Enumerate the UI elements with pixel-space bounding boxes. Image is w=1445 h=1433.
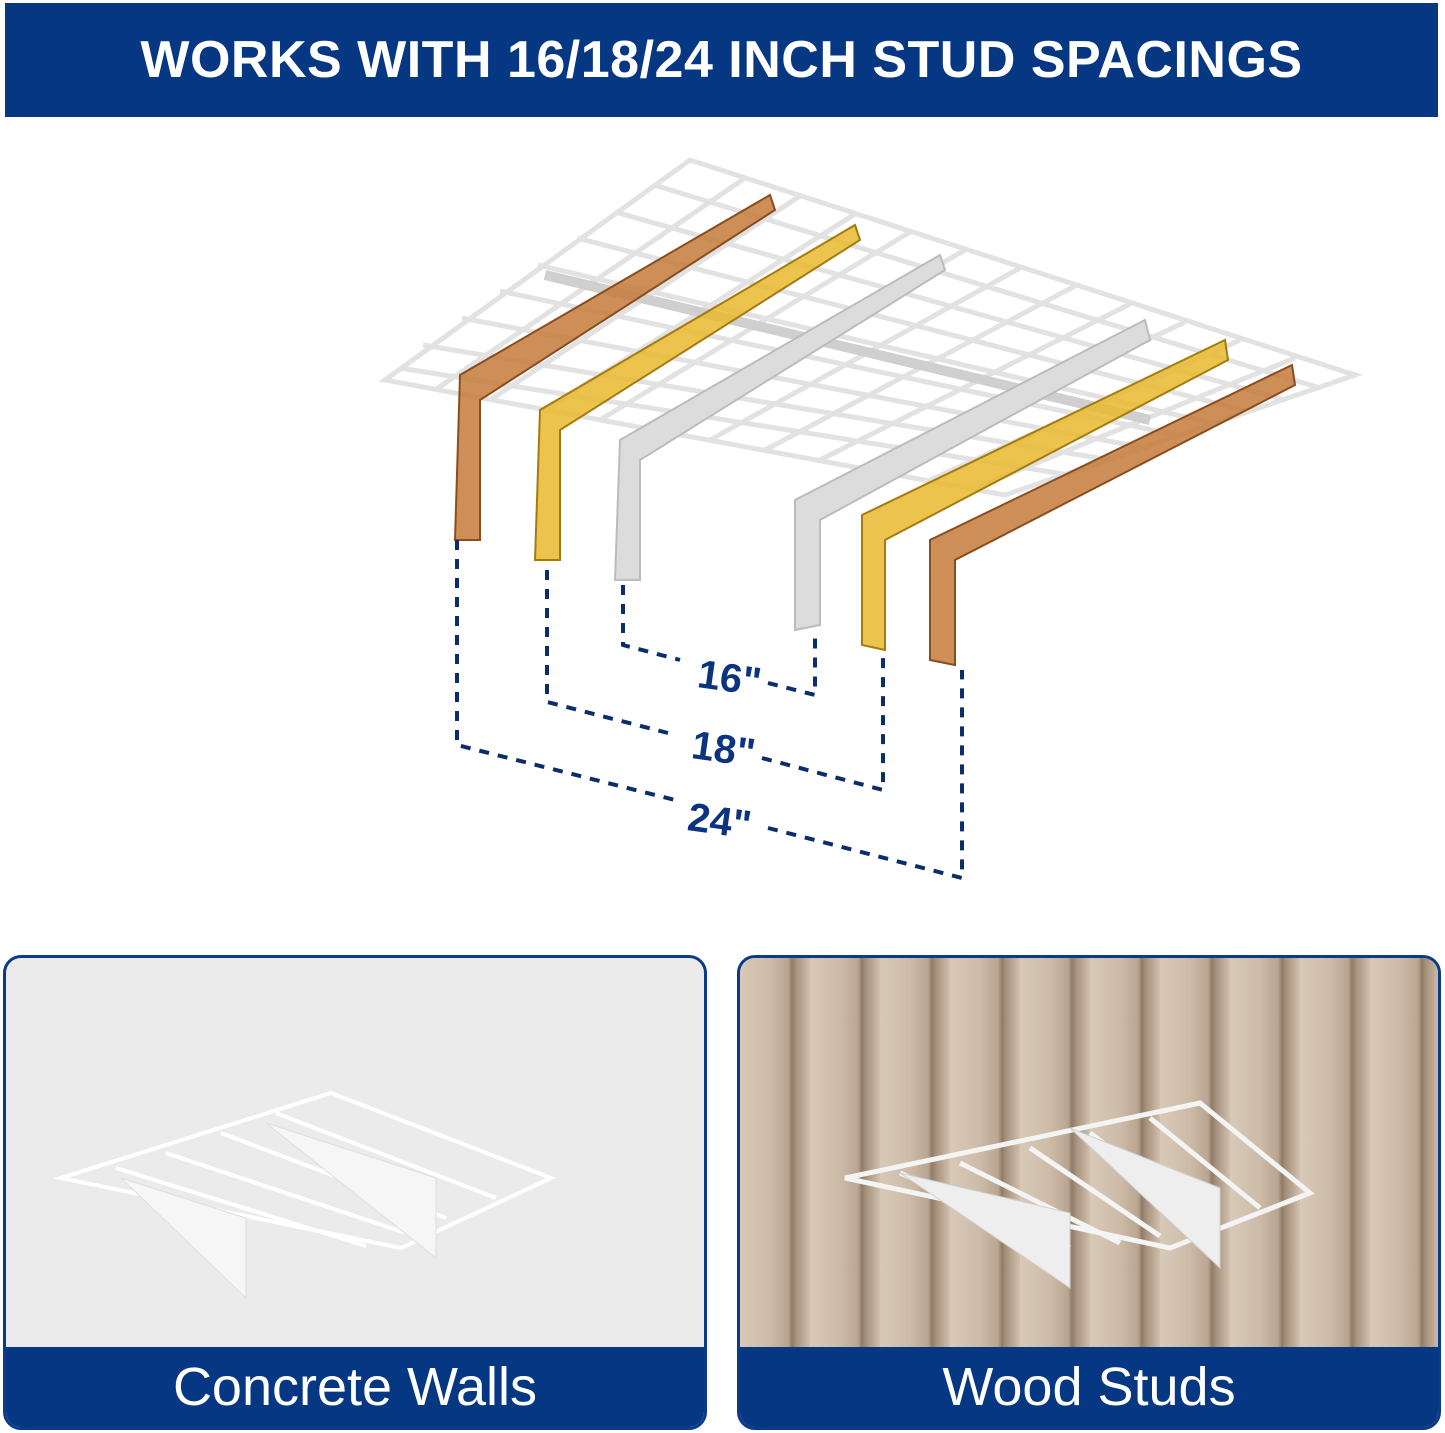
shelf-wood-icon <box>844 1100 1315 1289</box>
wood-studs-caption: Wood Studs <box>740 1347 1438 1427</box>
shelf-concrete-icon <box>53 1090 557 1300</box>
shelf-illustration: 16" 18" 24" <box>0 120 1445 920</box>
wood-studs-card: Wood Studs <box>737 955 1441 1430</box>
shelf-diagram-icon <box>378 157 1363 881</box>
dimension-24-label: 24" <box>685 795 754 848</box>
wood-slat-background <box>740 958 1438 1348</box>
wood-studs-photo <box>740 958 1438 1348</box>
concrete-wall-photo <box>6 958 704 1348</box>
dimension-16-label: 16" <box>695 652 764 705</box>
concrete-walls-caption: Concrete Walls <box>6 1347 704 1427</box>
dimension-18-label: 18" <box>689 723 758 776</box>
concrete-walls-card: Concrete Walls <box>3 955 707 1430</box>
banner-title: WORKS WITH 16/18/24 INCH STUD SPACINGS <box>140 31 1303 89</box>
header-banner: WORKS WITH 16/18/24 INCH STUD SPACINGS <box>5 3 1438 117</box>
